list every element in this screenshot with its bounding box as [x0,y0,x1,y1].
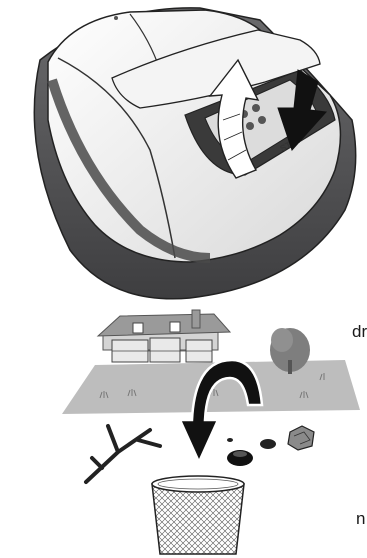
house-icon [98,310,230,362]
crumpled-paper-debris-icon [288,426,314,450]
robotic-mower-illustration: STOP [34,8,355,299]
waste-bin-icon [152,476,244,554]
garden-scene-illustration [62,310,360,554]
branch-debris-icon [86,426,160,482]
pebble-debris-icon [260,439,276,449]
